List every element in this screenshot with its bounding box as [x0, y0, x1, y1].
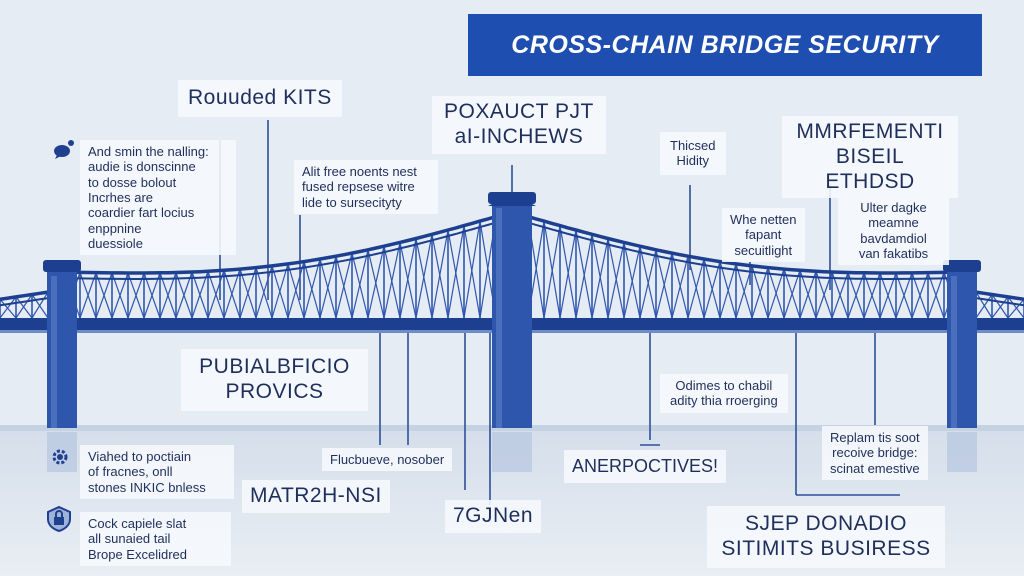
- bridge-truss-diagonal: [95, 272, 113, 319]
- bridge-truss-diagonal: [463, 221, 481, 319]
- label-replan: Replam tis soot recoive bridge: scinat e…: [822, 426, 928, 480]
- bridge-truss-diagonal: [207, 270, 225, 319]
- bridge-truss-diagonal: [767, 268, 785, 319]
- bridge-tower-highlight: [496, 208, 502, 428]
- bridge-truss-diagonal: [239, 267, 257, 319]
- bridge-truss-diagonal: [687, 258, 705, 319]
- label-seven: 7GJNen: [445, 500, 542, 533]
- shield-lock-icon: [44, 505, 74, 533]
- bridge-truss-diagonal: [671, 256, 689, 319]
- bridge-truss-diagonal: [991, 294, 1009, 319]
- label-rounded-kits: Rouuded KITS: [178, 80, 342, 117]
- bridge-truss-diagonal: [319, 256, 337, 319]
- bridge-tower-highlight: [951, 276, 957, 428]
- bridge-truss-diagonal: [447, 225, 465, 319]
- bridge-truss-diagonal: [799, 271, 817, 319]
- bridge-truss-diagonal: [927, 272, 945, 319]
- bridge-truss-diagonal: [703, 261, 721, 319]
- bridge-truss-diagonal: [815, 271, 833, 319]
- bridge-truss-diagonal: [719, 263, 737, 319]
- bridge-truss-diagonal: [351, 249, 369, 319]
- bridge-truss-diagonal: [575, 234, 593, 319]
- bridge-tower-peak: [488, 194, 536, 206]
- bridge-truss-diagonal: [735, 265, 753, 319]
- bridge-truss-diagonal: [607, 242, 625, 319]
- bridge-tower-highlight: [51, 276, 57, 428]
- bridge-tower-reflection: [947, 432, 977, 472]
- bridge-truss-diagonal: [975, 294, 993, 319]
- bridge-truss-diagonal: [111, 272, 129, 319]
- bridge-truss-diagonal: [591, 238, 609, 319]
- page-title: CROSS-CHAIN BRIDGE SECURITY: [511, 30, 939, 59]
- bridge-truss-diagonal: [879, 272, 897, 319]
- bridge-truss-diagonal: [175, 271, 193, 319]
- suspension-bridge: [0, 192, 1024, 472]
- bridge-truss-diagonal: [831, 272, 849, 319]
- gear-icon: [48, 445, 72, 469]
- bridge-truss-diagonal: [399, 238, 417, 319]
- bridge-truss-diagonal: [271, 263, 289, 319]
- bridge-truss-diagonal: [783, 270, 801, 319]
- bridge-truss-diagonal: [431, 229, 449, 319]
- bridge-truss-diagonal: [367, 246, 385, 319]
- label-odimes: Odimes to chabil adity thia rroerging: [660, 374, 788, 413]
- bridge-truss-diagonal: [159, 272, 177, 319]
- bridge-truss-diagonal: [255, 265, 273, 319]
- bridge-truss-diagonal: [79, 272, 97, 319]
- label-cock: Cock capiele slat all sunaied tail Brope…: [80, 512, 231, 566]
- label-anerpoctives: ANERPOCTIVES!: [564, 450, 727, 484]
- bridge-tower-cap: [43, 260, 81, 272]
- bridge-truss-diagonal: [975, 291, 993, 319]
- bridge-truss-diagonal: [751, 267, 769, 319]
- bridge-truss-diagonal: [559, 229, 577, 319]
- bridge-truss-diagonal: [15, 296, 33, 319]
- bridge-truss-diagonal: [639, 249, 657, 319]
- bridge-truss-diagonal: [847, 272, 865, 319]
- bridge-truss-diagonal: [895, 272, 913, 319]
- bridge-tower-cap: [943, 260, 981, 272]
- bridge-truss-diagonal: [415, 234, 433, 319]
- bridge-truss-diagonal: [0, 296, 17, 319]
- bridge-truss-diagonal: [31, 294, 49, 319]
- label-viahed: Viahed to poctiain of fracnes, onll ston…: [80, 445, 234, 499]
- bridge-truss-diagonal: [303, 258, 321, 319]
- label-thiosed-hidity: Thicsed Hidity: [660, 132, 726, 175]
- label-public-provisions: PUBIALBFICIO PROVICS: [181, 349, 368, 411]
- bridge-truss-diagonal: [655, 252, 673, 319]
- bridge-tower-reflection: [47, 432, 77, 472]
- bridge-truss-diagonal: [223, 268, 241, 319]
- label-free-notes: Alit free noents nest fused repsese witr…: [294, 160, 438, 214]
- bridge-truss-diagonal: [191, 271, 209, 319]
- label-product-architecture: POXAUCT PJT aI-INCHEWS: [432, 96, 606, 154]
- title-banner: CROSS-CHAIN BRIDGE SECURITY: [468, 14, 982, 76]
- bridge-truss-diagonal: [335, 252, 353, 319]
- label-left-note: And smin the nalling: audie is donscinne…: [80, 140, 236, 256]
- bridge-truss-diagonal: [623, 246, 641, 319]
- bridge-tower-reflection: [492, 432, 532, 472]
- label-matrzh: MATR2H-NSI: [242, 480, 390, 513]
- bridge-truss-diagonal: [1007, 298, 1024, 319]
- bridge-truss-diagonal: [143, 272, 161, 319]
- label-whe-note: Whe netten fapant secuitlight: [722, 208, 805, 262]
- bridge-truss-diagonal: [0, 298, 17, 319]
- bridge-truss-diagonal: [863, 272, 881, 319]
- bridge-truss-diagonal: [991, 296, 1009, 319]
- bridge-truss-diagonal: [1007, 296, 1024, 319]
- bridge-truss-diagonal: [911, 272, 929, 319]
- bridge-truss-diagonal: [31, 291, 49, 319]
- bridge-truss-diagonal: [543, 225, 561, 319]
- bridge-truss-diagonal: [127, 272, 145, 319]
- label-management: MMRFEMENTI BISEIL ETHDSD: [782, 116, 958, 199]
- chat-bubble-icon: [52, 138, 76, 160]
- label-fluctuative: Flucbueve, nosober: [322, 448, 453, 472]
- bridge-truss-diagonal: [287, 261, 305, 319]
- label-siep: SJEP DONADIO SITIMITS BUSIRESS: [707, 506, 945, 568]
- bridge-truss-diagonal: [15, 294, 33, 319]
- label-ulter-note: Ulter dagke meamne bavdamdiol van fakati…: [838, 196, 949, 266]
- bridge-truss-diagonal: [383, 242, 401, 319]
